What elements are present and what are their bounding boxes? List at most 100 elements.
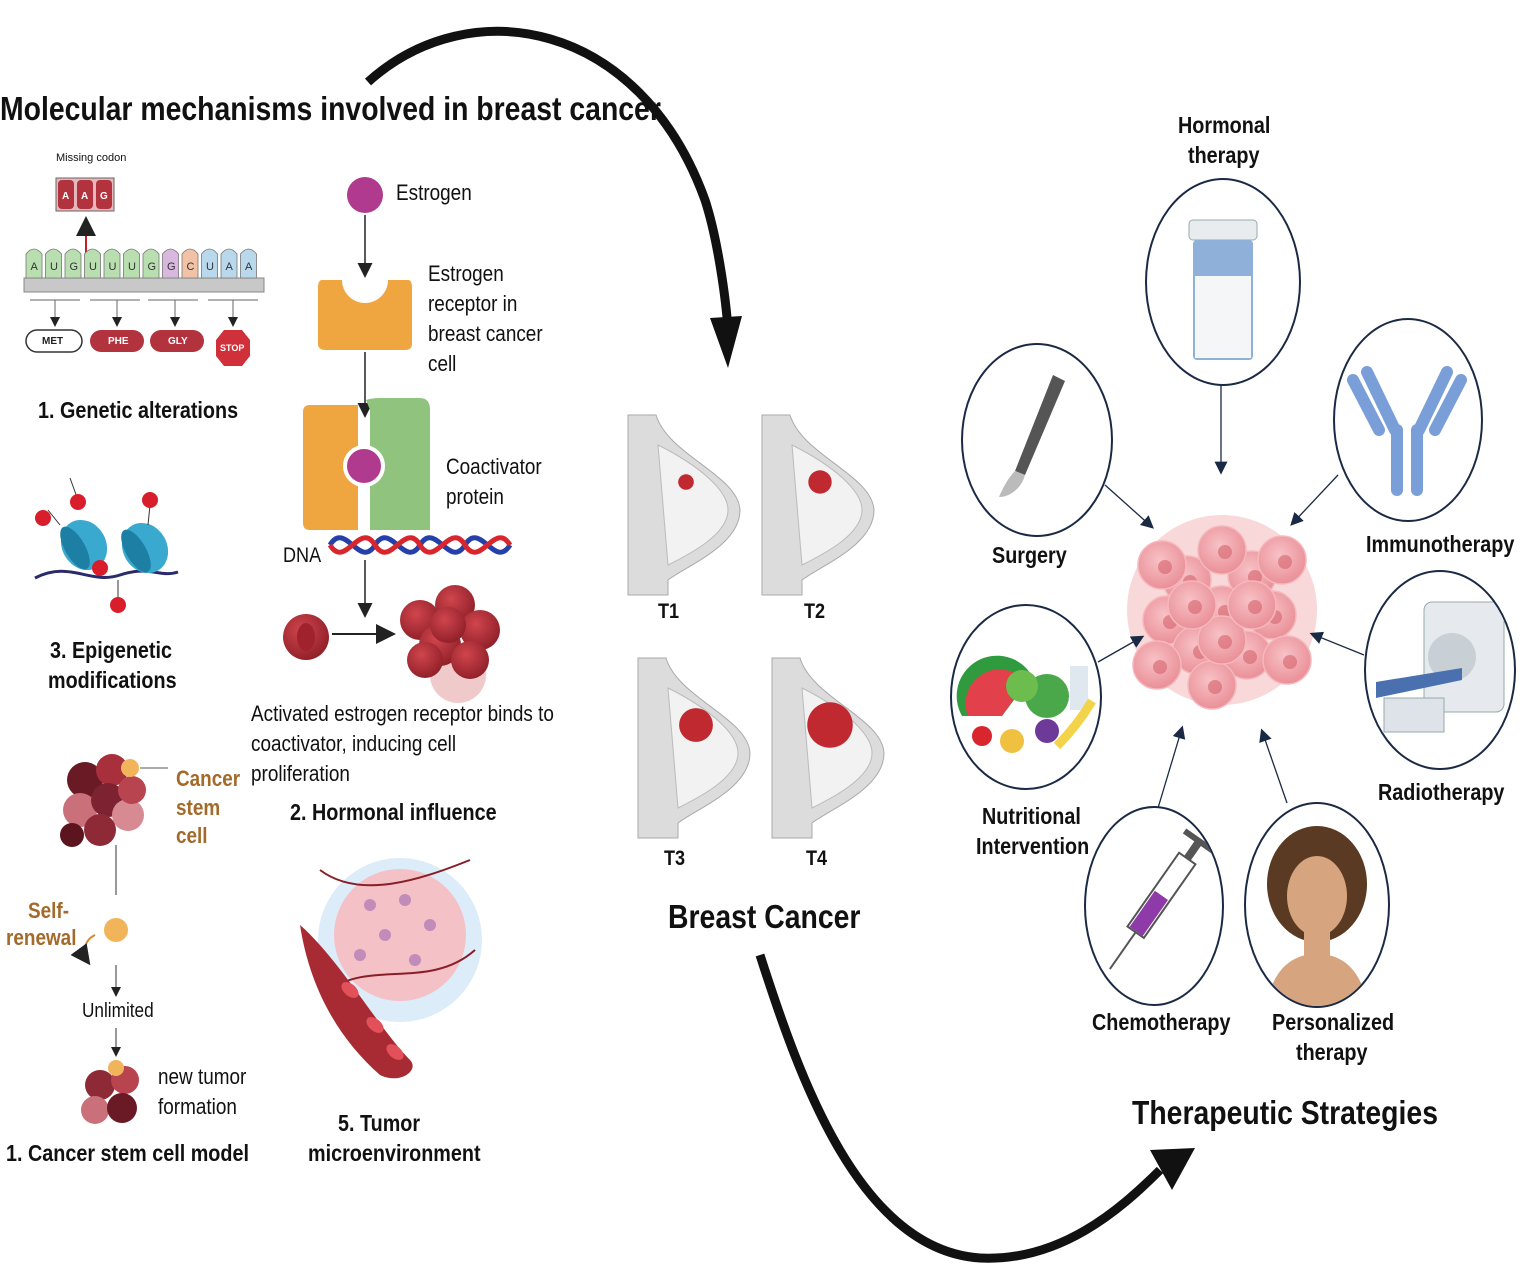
cancer-stem-label-1: Cancer xyxy=(176,766,241,791)
blood-vessel-icon xyxy=(300,858,482,1079)
unlimited-label: Unlimited xyxy=(82,1000,154,1022)
surgery-circle xyxy=(961,343,1113,537)
radiotherapy-circle xyxy=(1364,570,1516,770)
self-renewal-label-2: renewal xyxy=(6,925,77,950)
base-label-0: A xyxy=(31,261,39,273)
base-3 xyxy=(84,248,101,279)
dna-label: DNA xyxy=(283,544,322,567)
amino-stop: STOP xyxy=(220,343,245,353)
hormonal-desc-3: proliferation xyxy=(251,761,350,786)
woman-face-icon xyxy=(1266,826,1368,1006)
nutritional-label-2: Intervention xyxy=(976,833,1090,859)
base-4 xyxy=(103,248,121,279)
breast-t3-icon xyxy=(637,657,751,839)
breast-stage-icons xyxy=(627,414,885,839)
tumor-mass-icon xyxy=(1127,515,1317,710)
hormonal-caption: 2. Hormonal influence xyxy=(290,799,497,825)
base-2 xyxy=(64,248,82,279)
breast-t4-icon xyxy=(771,657,885,839)
base-label-7: G xyxy=(167,261,176,273)
estrogen-label: Estrogen xyxy=(396,180,472,205)
immunotherapy-circle xyxy=(1333,318,1483,522)
genetic-caption: 1. Genetic alterations xyxy=(38,397,239,423)
base-label-10: A xyxy=(226,261,234,273)
new-tumor-label-1: new tumor xyxy=(158,1064,247,1089)
nutritional-circle xyxy=(950,604,1102,790)
stage-t2: T2 xyxy=(804,600,826,623)
mri-scanner-icon xyxy=(1376,601,1505,733)
personalized-label-2: therapy xyxy=(1296,1039,1368,1065)
receptor-complex-icon xyxy=(303,398,430,530)
missing-codon-label: Missing codon xyxy=(56,152,127,164)
medicine-jar-icon xyxy=(1188,219,1258,360)
base-8 xyxy=(181,248,199,279)
base-9 xyxy=(201,248,218,279)
receptor-label-3: breast cancer xyxy=(428,321,543,346)
base-label-3: U xyxy=(89,261,97,273)
base-6 xyxy=(142,248,160,279)
cell-proliferation-icon xyxy=(283,585,500,703)
cancer-stem-label-3: cell xyxy=(176,823,208,848)
chemotherapy-circle xyxy=(1084,806,1224,1006)
coactivator-label-2: protein xyxy=(446,484,504,509)
hormonal-desc-1: Activated estrogen receptor binds to xyxy=(251,701,554,726)
base-label-1: U xyxy=(50,261,58,273)
base-label-8: C xyxy=(187,261,195,273)
amino-gly: GLY xyxy=(168,336,188,347)
tumor-cluster-icon xyxy=(60,754,168,1124)
new-tumor-label-2: formation xyxy=(158,1094,237,1119)
antibody-icon xyxy=(1347,366,1467,496)
dna-helix-icon xyxy=(327,535,513,618)
stage-t3: T3 xyxy=(664,847,686,870)
personalized-label-1: Personalized xyxy=(1272,1009,1395,1035)
food-icon xyxy=(956,655,1096,753)
base-11 xyxy=(240,248,257,279)
estrogen-icon xyxy=(347,177,383,278)
hormonal-desc-2: coactivator, inducing cell xyxy=(251,731,457,756)
receptor-label-1: Estrogen xyxy=(428,261,504,286)
surgery-label: Surgery xyxy=(992,542,1067,568)
nucleosome-icon xyxy=(34,477,179,613)
epigenetic-caption-1: 3. Epigenetic xyxy=(50,637,173,663)
chemotherapy-label: Chemotherapy xyxy=(1092,1009,1231,1035)
base-7 xyxy=(162,248,179,279)
base-label-9: U xyxy=(206,261,214,273)
cancer-stem-label-2: stem xyxy=(176,795,221,820)
receptor-label-2: receptor in xyxy=(428,291,518,316)
amino-phe: PHE xyxy=(108,336,129,347)
microenv-caption-2: microenvironment xyxy=(308,1140,481,1166)
syringe-icon xyxy=(1109,828,1216,970)
scalpel-icon xyxy=(999,375,1065,497)
flow-arrow-bottom xyxy=(755,953,1195,1263)
svg-text:A: A xyxy=(81,191,88,202)
base-0 xyxy=(25,248,43,279)
nutritional-label-1: Nutritional xyxy=(982,803,1081,829)
estrogen-receptor-icon xyxy=(318,280,412,418)
hormonal-therapy-circle xyxy=(1145,178,1301,386)
amino-met: MET xyxy=(42,336,64,347)
base-10 xyxy=(220,248,238,279)
breast-cancer-title: Breast Cancer xyxy=(668,898,861,935)
svg-text:G: G xyxy=(100,191,108,202)
stem-cell-caption: 1. Cancer stem cell model xyxy=(6,1140,249,1166)
base-label-6: G xyxy=(148,261,157,273)
therapy-arrows xyxy=(1097,385,1365,809)
radiotherapy-label: Radiotherapy xyxy=(1378,779,1505,805)
stage-t4: T4 xyxy=(806,847,828,870)
therapeutic-title: Therapeutic Strategies xyxy=(1132,1094,1438,1131)
hormonal-therapy-label-1: Hormonal xyxy=(1178,112,1271,138)
base-label-2: G xyxy=(70,261,79,273)
coactivator-label-1: Coactivator xyxy=(446,454,542,479)
svg-text:A: A xyxy=(62,191,69,202)
microenv-caption-1: 5. Tumor xyxy=(338,1110,421,1136)
self-renewal-label-1: Self- xyxy=(28,898,70,923)
receptor-label-4: cell xyxy=(428,351,457,376)
epigenetic-caption-2: modifications xyxy=(48,667,177,693)
stage-t1: T1 xyxy=(658,600,680,623)
immunotherapy-label: Immunotherapy xyxy=(1366,531,1515,557)
molecular-title: Molecular mechanisms involved in breast … xyxy=(0,90,661,127)
breast-t1-icon xyxy=(627,414,741,596)
